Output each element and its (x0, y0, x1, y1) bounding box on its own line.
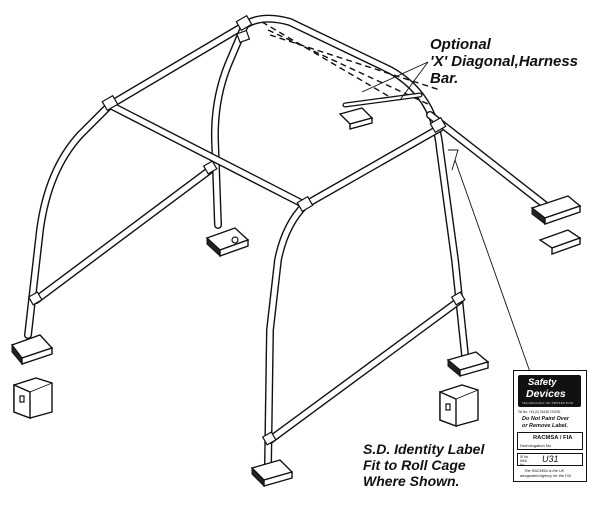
base-plate-front-left (10, 334, 54, 366)
base-plate-harness-bar (338, 107, 374, 130)
id-number-box: ID No. MSA No. U31 (517, 453, 583, 467)
optional-x-diagonal-bar (261, 21, 441, 108)
label-callout-leader (448, 149, 531, 373)
base-plate-front-right (250, 459, 294, 488)
base-plate-main-right (446, 351, 490, 378)
right-door-bar-tube (266, 296, 464, 444)
base-plate-rear-stay (530, 195, 582, 226)
homologation-box: RACMSA / FIA Homologation No. (517, 432, 583, 450)
main-hoop-left-leg-tube (210, 21, 249, 229)
homologation-number-label: Homologation No. (520, 443, 553, 448)
label-callout-line-2: Fit to Roll Cage (363, 457, 466, 473)
label-footer-line-1: The RACMSA is the UK (524, 469, 565, 473)
label-footer-line-2: designated Agency for the FIA (520, 474, 571, 478)
front-cross-bar-tube (106, 101, 309, 209)
base-plate-main-left (205, 227, 250, 258)
harness-callout-line-3: Bar. (430, 70, 459, 87)
harness-callout-line-2: 'X' Diagonal,Harness (430, 53, 579, 70)
label-telephone: Tel No: +44 (0) 01638 724200 (518, 410, 561, 414)
harness-bar-callout: Optional 'X' Diagonal,Harness Bar. (430, 36, 578, 87)
mounting-bracket-right (439, 384, 479, 428)
main-hoop-tube (241, 14, 469, 359)
right-roof-rail-tube (301, 124, 444, 209)
harness-callout-leaders (361, 61, 429, 101)
brand-line-2: Devices (526, 388, 566, 400)
mounting-bracket-left (13, 377, 53, 420)
label-warning-line-1: Do Not Paint Over (522, 416, 570, 422)
label-warning-line-2: or Remove Label. (522, 423, 568, 429)
homologation-body: RACMSA / FIA (533, 435, 573, 441)
tube-clamps (27, 14, 466, 446)
id-number-value: U31 (542, 454, 559, 464)
label-callout-line-3: Where Shown. (363, 473, 460, 489)
front-left-pillar-tube (24, 101, 114, 339)
left-door-bar-tube (32, 166, 214, 304)
label-callout-line-1: S.D. Identity Label (363, 441, 485, 457)
brand-subtitle: TECHNOLOGY OF PROTECTION (522, 401, 574, 405)
loose-plate-rear-stay (538, 229, 582, 255)
brand-line-1: Safety (528, 377, 557, 388)
brand-logo: Safety Devices TECHNOLOGY OF PROTECTION (518, 375, 581, 407)
identity-label-callout: S.D. Identity Label Fit to Roll Cage Whe… (363, 441, 484, 489)
identity-label-card: Safety Devices TECHNOLOGY OF PROTECTION … (513, 370, 587, 482)
left-roof-rail-tube (106, 21, 249, 109)
rear-stay-tube (426, 111, 549, 209)
harness-callout-line-1: Optional (430, 36, 491, 53)
id-number-prefix: ID No. MSA No. (520, 455, 530, 467)
front-right-pillar-tube (264, 201, 309, 469)
